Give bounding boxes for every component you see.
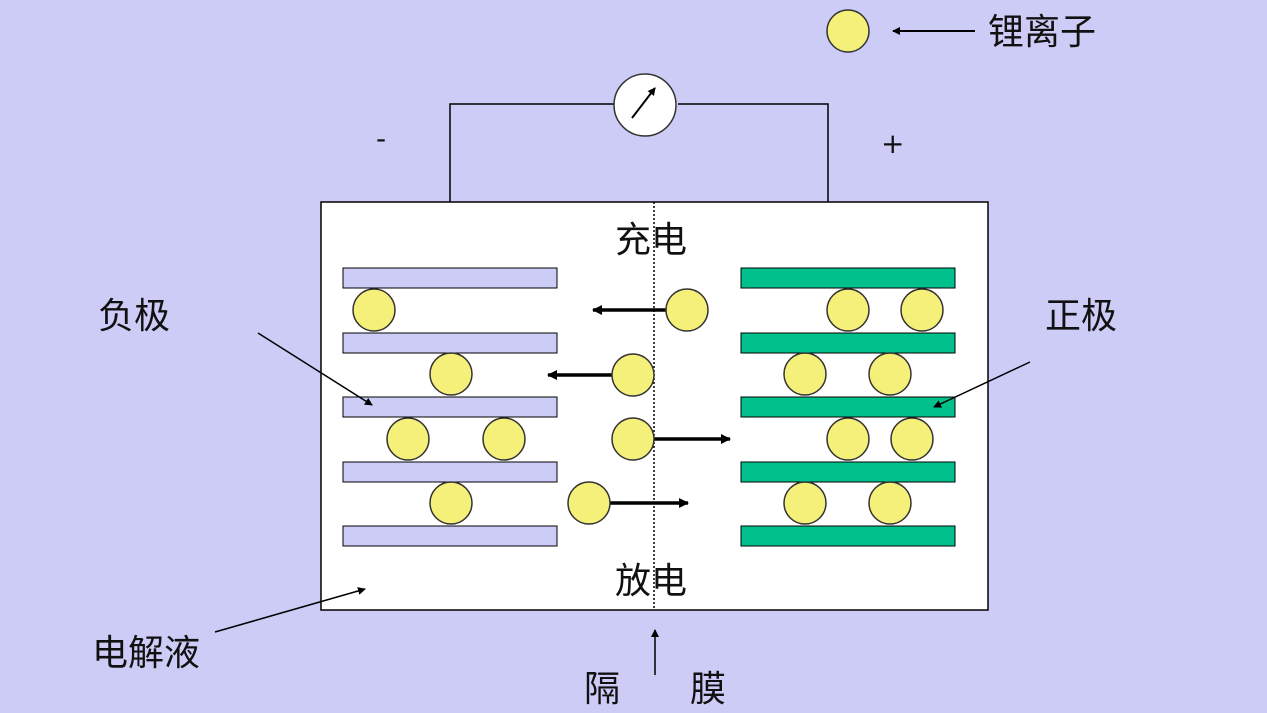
cathode-plate	[740, 396, 956, 418]
electrolyte-pointer	[214, 587, 366, 633]
cathode-plate	[740, 267, 956, 289]
legend: 锂离子	[826, 9, 1096, 53]
cropped-header-remnant	[150, 0, 530, 4]
lithium-ion	[900, 288, 944, 332]
cathode-label: 正极	[1045, 296, 1117, 337]
lithium-ion	[352, 288, 396, 332]
legend-label: 锂离子	[988, 12, 1096, 53]
lithium-ion	[665, 288, 709, 332]
charge-label: 充电	[615, 220, 687, 261]
lithium-ion	[611, 353, 655, 397]
cathode-plate	[740, 461, 956, 483]
lithium-ion	[826, 417, 870, 461]
anode-plate	[342, 267, 558, 289]
ammeter-icon	[613, 73, 677, 137]
lithium-ion	[783, 481, 827, 525]
lithium-ion	[429, 352, 473, 396]
anode-plates	[342, 267, 558, 547]
lithium-ion	[868, 352, 912, 396]
lithium-ion	[890, 417, 934, 461]
electrolyte-label: 电解液	[92, 633, 200, 674]
lithium-ion	[868, 481, 912, 525]
legend-ion	[826, 9, 870, 53]
separator-label-left: 隔	[584, 669, 620, 710]
minus-sign: -	[376, 122, 386, 155]
anode-pointer	[257, 332, 373, 406]
cathode-plates	[740, 267, 956, 547]
cathode-pointer	[933, 361, 1031, 408]
plus-sign: +	[881, 127, 904, 160]
cathode-plate	[740, 332, 956, 354]
cathode-plate	[740, 525, 956, 547]
lithium-ion	[611, 417, 655, 461]
lithium-ion	[429, 481, 473, 525]
cathode-ions	[783, 288, 944, 525]
lithium-ion	[567, 481, 611, 525]
moving-ions	[547, 288, 731, 525]
lithium-ion	[783, 352, 827, 396]
lithium-ion	[386, 417, 430, 461]
anode-plate	[342, 396, 558, 418]
anode-plate	[342, 461, 558, 483]
separator-label-right: 膜	[690, 669, 726, 710]
anode-label: 负极	[98, 296, 170, 337]
discharge-label: 放电	[615, 561, 687, 602]
lithium-ion	[826, 288, 870, 332]
lithium-ion	[482, 417, 526, 461]
anode-ions	[352, 288, 526, 525]
anode-plate	[342, 332, 558, 354]
anode-plate	[342, 525, 558, 547]
